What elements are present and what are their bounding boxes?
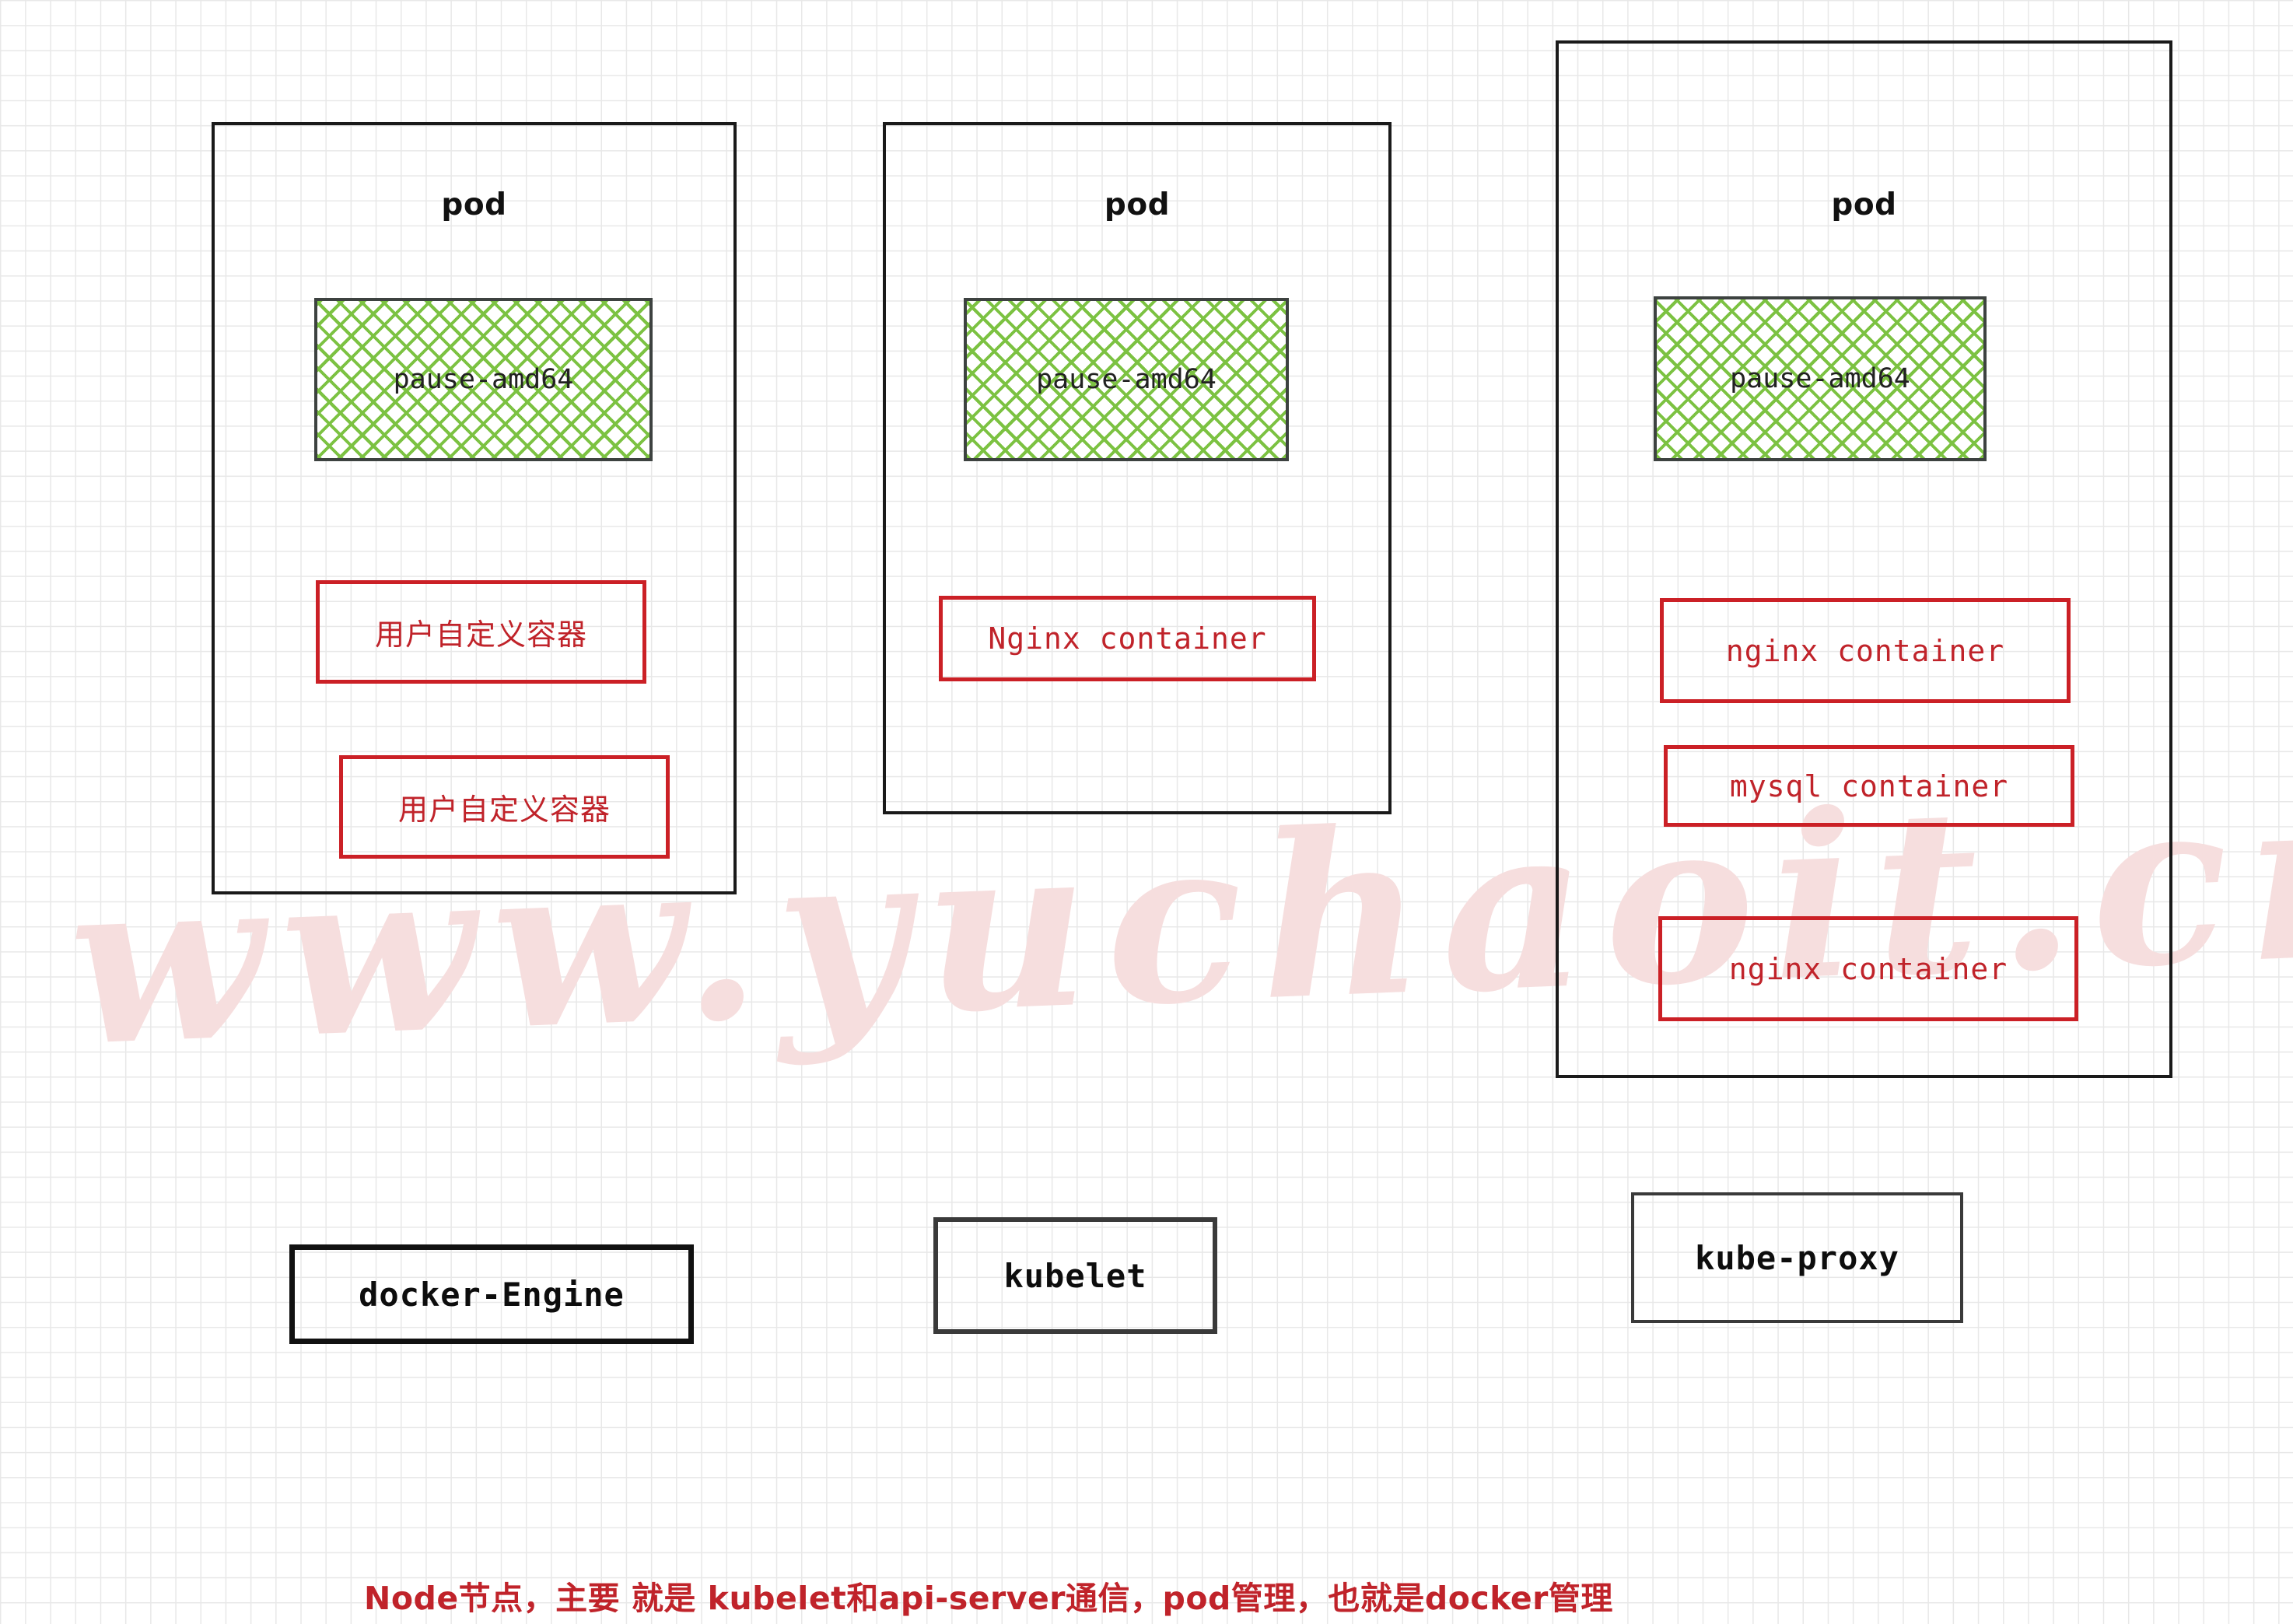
pause-container-3: pause-amd64 (1654, 296, 1987, 461)
component-docker-engine: docker-Engine (289, 1244, 694, 1344)
pod-title-2: pod (1104, 187, 1171, 222)
user-container-label-3-3: nginx container (1728, 951, 2008, 986)
pod-box-1: pod pause-amd64 用户自定义容器 用户自定义容器 (212, 122, 737, 894)
component-label-kube-proxy: kube-proxy (1695, 1238, 1899, 1277)
user-container-label-1-1: 用户自定义容器 (374, 618, 587, 652)
pod-title-1: pod (441, 187, 507, 222)
user-container-3-3: nginx container (1658, 916, 2078, 1021)
user-container-label-3-1: nginx container (1725, 633, 2005, 668)
user-container-label-1-2: 用户自定义容器 (397, 793, 611, 827)
user-container-label-3-2: mysql container (1729, 768, 2009, 803)
user-container-2-1: Nginx container (939, 596, 1316, 681)
component-kube-proxy: kube-proxy (1631, 1192, 1963, 1323)
component-label-kubelet: kubelet (1003, 1256, 1147, 1295)
pause-container-label-1: pause-amd64 (393, 364, 574, 395)
diagram-caption: Node节点，主要 就是 kubelet和api-server通信，pod管理，… (364, 1476, 1613, 1624)
user-container-3-2: mysql container (1664, 745, 2074, 827)
pause-container-1: pause-amd64 (314, 298, 653, 461)
pod-title-3: pod (1831, 187, 1897, 222)
component-kubelet: kubelet (933, 1217, 1217, 1334)
user-container-3-1: nginx container (1660, 598, 2071, 703)
pause-container-label-3: pause-amd64 (1730, 363, 1910, 394)
pod-box-3: pod pause-amd64 nginx container mysql co… (1556, 40, 2172, 1078)
user-container-label-2-1: Nginx container (988, 621, 1267, 656)
pod-box-2: pod pause-amd64 Nginx container (883, 122, 1392, 814)
caption-line-1: Node节点，主要 就是 kubelet和api-server通信，pod管理，… (364, 1580, 1613, 1617)
user-container-1-1: 用户自定义容器 (316, 580, 646, 684)
pause-container-2: pause-amd64 (964, 298, 1289, 461)
pause-container-label-2: pause-amd64 (1036, 364, 1217, 395)
user-container-1-2: 用户自定义容器 (339, 755, 670, 859)
component-label-docker-engine: docker-Engine (359, 1275, 625, 1314)
